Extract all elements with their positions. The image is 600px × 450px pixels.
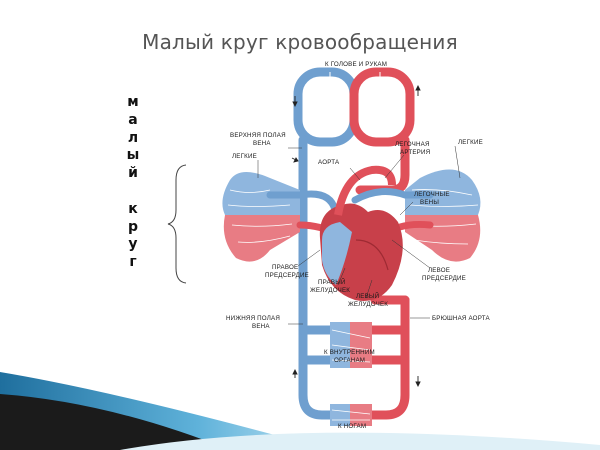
- label-inferior-vena-cava-1: НИЖНЯЯ ПОЛАЯ: [226, 315, 280, 322]
- letter: а: [128, 111, 138, 128]
- label-legs: К НОГАМ: [338, 423, 366, 430]
- upper-loop: [293, 67, 415, 147]
- label-pulmonary-artery-1: ЛЕГОЧНАЯ: [395, 141, 430, 148]
- right-lung: [405, 169, 481, 262]
- label-left-ventricle-1: ЛЕВЫЙ: [356, 292, 379, 300]
- label-right-ventricle-1: ПРАВЫЙ: [318, 278, 346, 286]
- label-right-atrium-2: ПРЕДСЕРДИЕ: [265, 272, 309, 279]
- leader-lines: [257, 145, 461, 325]
- label-superior-vena-cava-2: ВЕНА: [253, 140, 271, 147]
- label-pulmonary-veins-2: ВЕНЫ: [420, 199, 439, 206]
- slide-title: Малый круг кровообращения: [142, 30, 458, 54]
- label-abdominal-aorta: БРЮШНАЯ АОРТА: [432, 315, 491, 322]
- label-right-atrium-1: ПРАВОЕ: [272, 264, 298, 271]
- label-internal-organs-2: ОРГАНАМ: [334, 357, 365, 364]
- label-head-arms: К ГОЛОВЕ И РУКАМ: [325, 61, 387, 68]
- heart: [319, 165, 403, 301]
- letter: м: [127, 94, 139, 110]
- label-inferior-vena-cava-2: ВЕНА: [252, 323, 270, 330]
- label-left-ventricle-2: ЖЕЛУДОЧЕК: [348, 301, 388, 308]
- label-right-ventricle-2: ЖЕЛУДОЧЕК: [310, 287, 350, 294]
- label-aorta: АОРТА: [318, 159, 340, 166]
- label-superior-vena-cava-1: ВЕРХНЯЯ ПОЛАЯ: [230, 132, 286, 139]
- left-lung: [222, 171, 300, 262]
- letter: ы: [126, 147, 140, 164]
- label-pulmonary-artery-2: АРТЕРИЯ: [400, 149, 430, 156]
- label-left-atrium-1: ЛЕВОЕ: [428, 267, 450, 274]
- label-left-atrium-2: ПРЕДСЕРДИЕ: [422, 275, 466, 282]
- letter: у: [128, 236, 138, 253]
- letter: к: [128, 200, 138, 217]
- letter: й: [128, 165, 138, 182]
- label-internal-organs-1: К ВНУТРЕННИМ: [324, 349, 375, 356]
- curly-brace: [167, 164, 187, 284]
- label-lungs-left: ЛЕГКИЕ: [232, 153, 257, 160]
- letter: л: [127, 129, 139, 146]
- label-pulmonary-veins-1: ЛЕГОЧНЫЕ: [414, 191, 450, 198]
- letter: г: [129, 254, 137, 271]
- legs-capillaries: [330, 404, 372, 426]
- letter: р: [127, 218, 139, 235]
- label-lungs-right: ЛЕГКИЕ: [458, 139, 483, 146]
- vertical-word-small-circle: м а л ы й к р у г: [122, 94, 144, 272]
- organs-capillaries: [330, 322, 372, 368]
